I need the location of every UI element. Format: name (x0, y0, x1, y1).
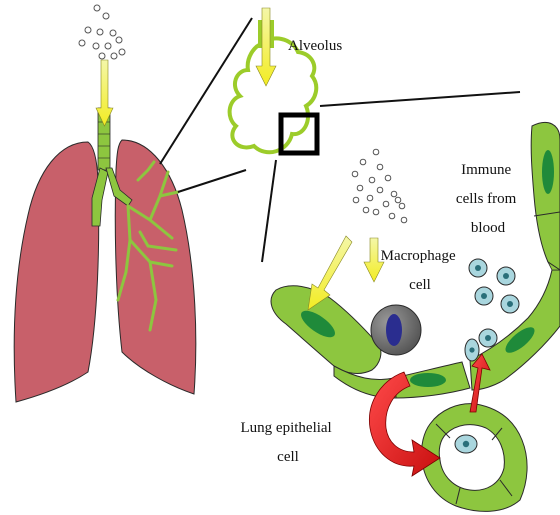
macrophage-nucleus (386, 314, 402, 346)
immune-cell (455, 435, 477, 453)
epithelial-nucleus (542, 150, 554, 194)
epithelial-nucleus (410, 373, 446, 387)
zoom-line-left (262, 160, 276, 262)
particles-detail (352, 149, 407, 223)
alveolus: Alveolus (230, 8, 343, 153)
immune-cell (469, 259, 487, 277)
immune-cell (465, 339, 479, 361)
immune-cell (501, 295, 519, 313)
lung-epithelial-wall-left (271, 286, 470, 398)
lung-epithelial-label: Lung epithelial cell (241, 420, 336, 465)
lungs-illustration (14, 5, 196, 402)
alveolar-detail: Immune cells from blood Macrophage cell … (241, 122, 560, 511)
inhaled-particles (79, 5, 125, 59)
alveolus-label: Alveolus (288, 38, 342, 54)
immune-cells-label: Immune cells from blood (456, 162, 520, 236)
zoom-line-lower (178, 170, 246, 192)
alveolus-outline (230, 38, 317, 152)
macrophage-label: Macrophage cell (381, 248, 460, 293)
zoom-line-right (320, 92, 520, 106)
macrophage-cell (371, 305, 421, 355)
immune-cell (479, 329, 497, 347)
immune-cell (475, 287, 493, 305)
left-lung (14, 142, 99, 402)
immune-cell (497, 267, 515, 285)
